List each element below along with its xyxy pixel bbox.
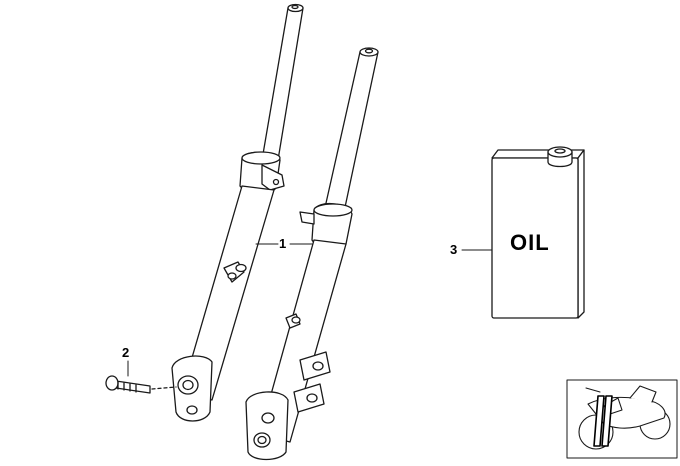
bolt — [105, 375, 177, 394]
callout-1: 1 — [279, 236, 287, 251]
left-stanchion-tube — [261, 7, 304, 161]
callout-2: 2 — [122, 345, 130, 360]
oil-can — [491, 146, 585, 319]
left-slider-tube — [181, 185, 275, 401]
motorcycle-locator-thumbnail — [566, 379, 678, 459]
oil-can-label: OIL — [510, 230, 550, 255]
right-slider-tube — [259, 239, 347, 443]
right-stanchion-tube — [323, 51, 379, 213]
right-axle-foot — [245, 391, 289, 461]
left-fork-leg — [171, 3, 304, 422]
fork-highlight — [593, 395, 605, 447]
leader-lines — [127, 243, 493, 377]
right-fork-leg — [245, 47, 379, 461]
callout-3: 3 — [450, 242, 458, 257]
